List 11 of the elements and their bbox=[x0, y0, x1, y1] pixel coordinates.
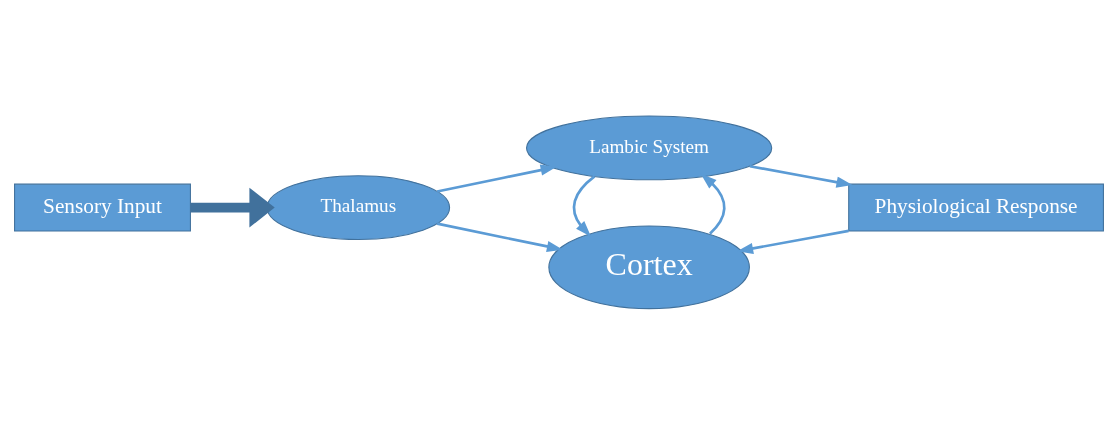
arrow bbox=[749, 164, 853, 188]
node-box: Sensory Input bbox=[14, 183, 191, 232]
arrow bbox=[436, 164, 557, 193]
arrow bbox=[572, 175, 596, 237]
node-ellipse: Thalamus bbox=[266, 175, 451, 240]
arrow bbox=[700, 173, 726, 235]
arrow bbox=[436, 222, 563, 252]
arrow bbox=[190, 187, 275, 228]
arrow bbox=[737, 229, 849, 254]
node-ellipse: Lambic System bbox=[526, 115, 773, 181]
node-box: Physiological Response bbox=[848, 183, 1104, 232]
